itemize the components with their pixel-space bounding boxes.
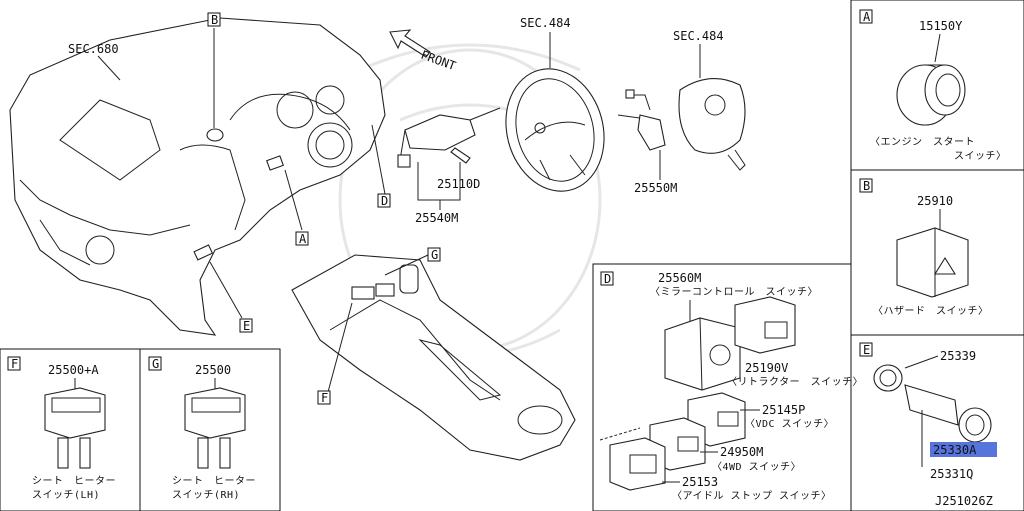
panel-b-desc: 〈ハザード スイッチ〉 [873, 305, 989, 317]
panel-f [0, 348, 141, 511]
part-25550M: 25550M [634, 181, 677, 195]
part-25190V: 25190V [745, 361, 788, 375]
svg-text:B: B [863, 179, 870, 193]
panel-f-letter: F [7, 356, 21, 371]
desc-25560M: 〈ミラーコントロール スイッチ〉 [650, 286, 818, 298]
part-25560M: 25560M [658, 271, 701, 285]
part-25910: 25910 [917, 194, 953, 208]
panel-b-letter: B [859, 178, 873, 193]
part-25500-plus-a: 25500+A [48, 363, 99, 377]
part-25331Q: 25331Q [930, 467, 973, 481]
center-console-illustration [291, 254, 576, 461]
desc-25190V: 〈リトラクター スイッチ〉 [727, 376, 863, 388]
sec-484-label-b: SEC.484 [673, 29, 724, 43]
svg-text:A: A [863, 10, 871, 24]
sec-680-label: SEC.680 [68, 42, 119, 56]
svg-text:D: D [381, 194, 388, 208]
panel-a-desc-2: スイッチ〉 [954, 150, 1007, 162]
svg-text:G: G [152, 357, 159, 371]
callout-f: F [317, 390, 331, 405]
callout-a: A [295, 231, 309, 246]
sec-484-label-a: SEC.484 [520, 16, 571, 30]
svg-text:D: D [604, 272, 611, 286]
part-25153: 25153 [682, 475, 718, 489]
svg-text:B: B [211, 13, 218, 27]
svg-text:F: F [321, 391, 328, 405]
dashboard-illustration [9, 17, 386, 336]
svg-text:E: E [243, 319, 250, 333]
part-25145P: 25145P [762, 403, 805, 417]
retractor-switch-illustration [734, 296, 796, 354]
svg-text:A: A [299, 232, 307, 246]
diagram-id: J251026Z [935, 494, 993, 508]
panel-f-desc-1: シート ヒーター [32, 475, 116, 487]
part-25500: 25500 [195, 363, 231, 377]
panel-g-letter: G [148, 356, 162, 371]
steering-switch-illustration [617, 89, 666, 151]
callout-e: E [239, 318, 253, 333]
part-15150Y: 15150Y [919, 19, 963, 33]
desc-25153: 〈アイドル ストップ スイッチ〉 [672, 490, 832, 502]
panel-d-letter: D [600, 271, 614, 286]
panel-g-desc-2: スイッチ(RH) [172, 489, 240, 501]
engine-start-switch-illustration [896, 64, 966, 126]
callout-d: D [377, 193, 391, 208]
panel-f-desc-2: スイッチ(LH) [32, 489, 100, 501]
desc-25145P: 〈VDC スイッチ〉 [745, 418, 834, 430]
seat-heater-switch-rh-illustration [184, 387, 246, 469]
callout-g: G [427, 247, 441, 262]
svg-text:F: F [11, 357, 18, 371]
part-25540M: 25540M [415, 211, 458, 225]
hazard-switch-illustration [896, 227, 969, 298]
svg-text:G: G [431, 248, 438, 262]
callout-b: B [207, 12, 221, 27]
panel-a-letter: A [859, 9, 873, 24]
part-25339: 25339 [940, 349, 976, 363]
panel-a-desc-1: 〈エンジン スタート [870, 136, 975, 148]
panel-e [850, 334, 1024, 511]
svg-text:E: E [863, 343, 870, 357]
mirror-control-switch-illustration [664, 317, 741, 391]
part-24950M: 24950M [720, 445, 763, 459]
part-25110D: 25110D [437, 177, 480, 191]
panel-g-desc-1: シート ヒーター [172, 475, 256, 487]
seat-heater-switch-lh-illustration [44, 387, 106, 469]
combination-switch-illustration [397, 107, 501, 201]
steering-wheel-illustration [505, 68, 605, 192]
part-25330A-highlight [930, 442, 997, 457]
power-outlet-illustration [873, 364, 992, 443]
part-25330A: 25330A [933, 443, 977, 457]
panel-e-letter: E [859, 342, 873, 357]
airbag-module-illustration [678, 78, 746, 171]
idle-stop-switch-illustration [599, 427, 666, 491]
desc-24950M: 〈4WD スイッチ〉 [712, 461, 801, 473]
